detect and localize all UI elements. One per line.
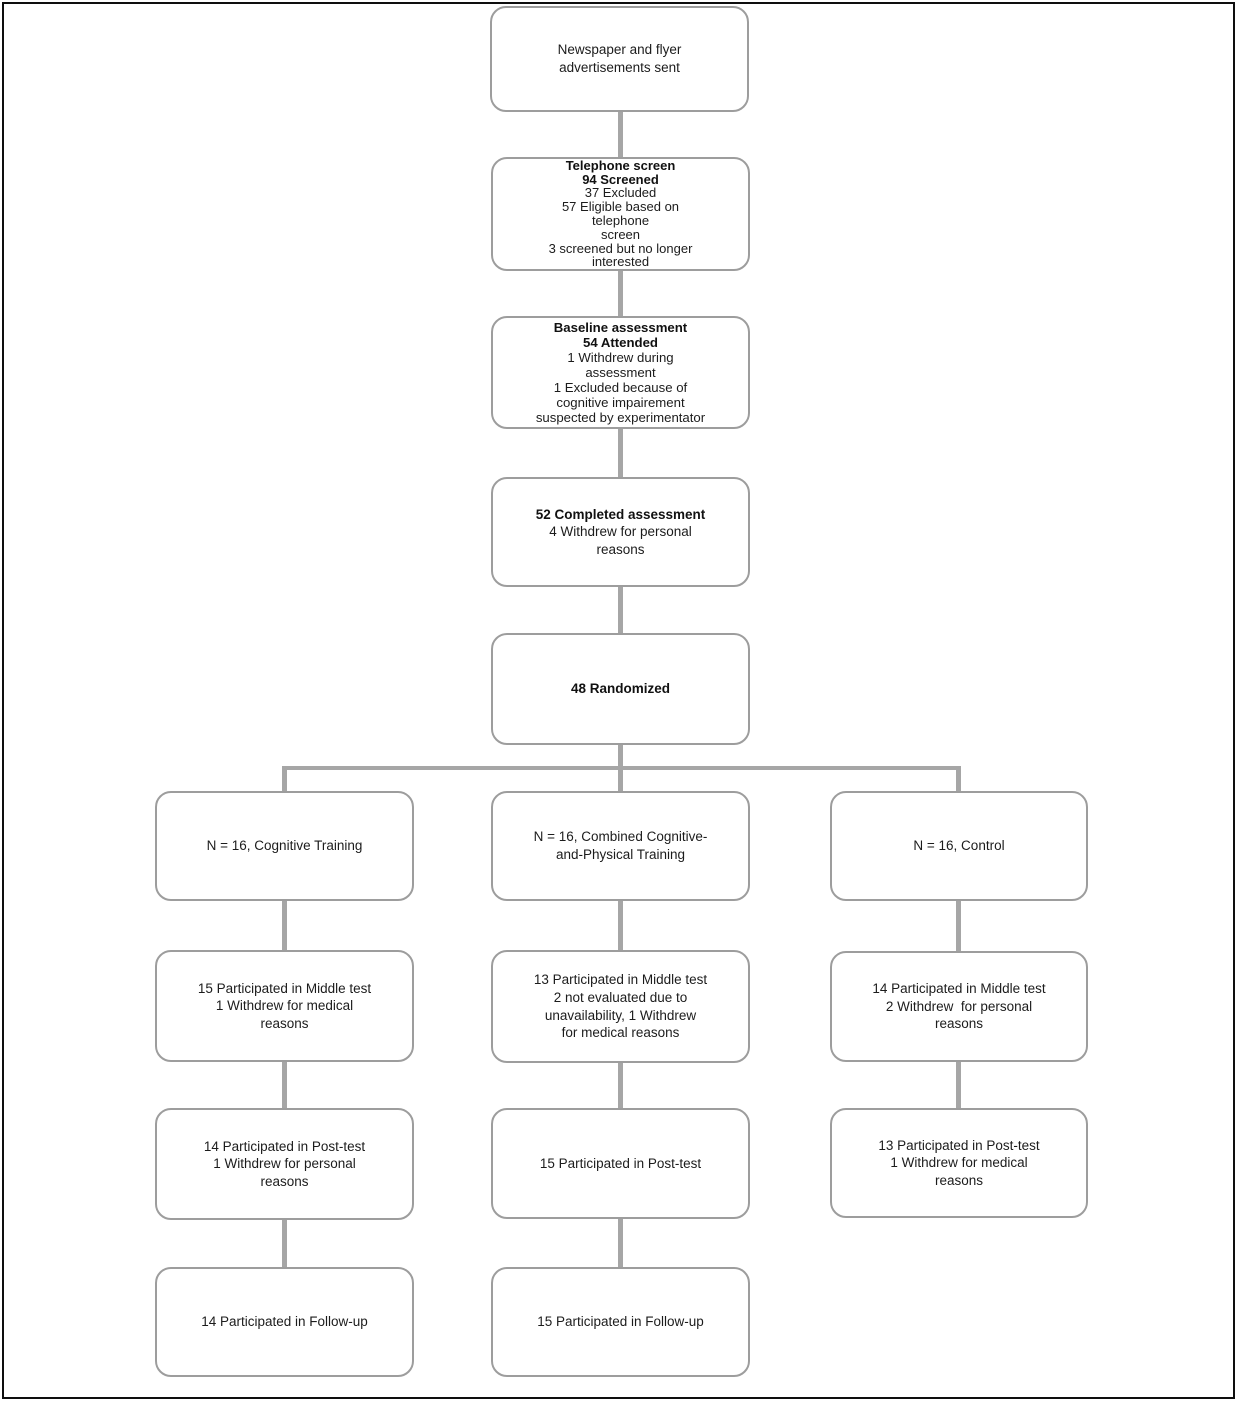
node-text-line: advertisements sent [559,60,680,75]
node-text-line: reasons [596,541,645,557]
flow-node-combined-training-group: N = 16, Combined Cognitive- and-Physical… [491,791,750,901]
node-text-line: suspected by experimentator [535,410,706,426]
connector-randomized-branch [618,745,623,768]
node-text-line: 15 Participated in Follow-up [537,1314,704,1330]
connector-combined-followup [618,1219,623,1267]
flow-node-completed-assessment: 52 Completed assessment 4 Withdrew for p… [491,477,750,587]
node-text-line: 37 Excluded [584,185,657,201]
node-text-line: 2 Withdrew for personal [885,998,1033,1014]
connector-combined-post [618,1063,623,1108]
node-text-line: Telephone screen [565,157,676,173]
node-text-line: 1 Excluded because of [553,380,688,396]
connector-combined-middle [618,901,623,950]
node-text-line: N = 16, Cognitive Training [206,838,363,854]
connector-telephone-baseline [618,271,623,316]
node-text-line: 54 Attended [583,334,658,350]
node-text-line: 1 Withdrew for medical [890,1155,1028,1171]
connector-completed-randomized [618,587,623,633]
node-text-line: 14 Participated in Post-test [203,1138,366,1154]
flow-node-control-post-test: 13 Participated in Post-test 1 Withdrew … [830,1108,1088,1218]
node-text-line: 94 Screened [582,171,659,187]
flow-node-baseline-assessment: Baseline assessment 54 Attended 1 Withdr… [491,316,750,429]
node-text-line: 52 Completed assessment [535,506,706,522]
flow-node-combined-followup: 15 Participated in Follow-up [491,1267,750,1377]
flow-node-combined-post-test: 15 Participated in Post-test [491,1108,750,1219]
flow-node-combined-middle-test: 13 Participated in Middle test 2 not eva… [491,950,750,1063]
node-text-line: reasons [934,1016,984,1032]
connector-baseline-completed [618,429,623,477]
node-text-line: 57 Eligible based on [561,199,680,215]
node-text-line: assessment [585,364,656,380]
node-text-line: reasons [260,1173,309,1189]
flow-node-telephone-screen: Telephone screen 94 Screened 37 Excluded… [491,157,750,271]
node-text-line: 14 Participated in Middle test [872,981,1046,997]
node-text-line: interested [591,254,650,270]
node-text-line: 1 Withdrew for medical [215,998,354,1014]
flow-node-cognitive-training-group: N = 16, Cognitive Training [155,791,414,901]
node-text-line: 4 Withdrew for personal [549,524,692,540]
connector-newspaper-telephone [618,112,623,157]
branch-drop-middle [618,766,623,791]
branch-drop-left [282,766,287,791]
branch-drop-right [956,766,961,791]
flow-node-control-middle-test: 14 Participated in Middle test 2 Withdre… [830,951,1088,1062]
node-text-line: screen [600,226,641,242]
connector-control-post [956,1062,961,1108]
flow-node-ct-post-test: 14 Participated in Post-test 1 Withdrew … [155,1108,414,1220]
flow-node-control-group: N = 16, Control [830,791,1088,901]
node-text-line: Newspaper and flyer [557,42,682,58]
connector-ct-followup [282,1220,287,1267]
node-text-line: 13 Participated in Middle test [533,972,708,988]
node-text-line: 15 Participated in Post-test [539,1155,702,1171]
flow-node-newspaper-ads: Newspaper and flyer advertisements sent [490,6,749,112]
node-text-line: for medical reasons [561,1025,680,1041]
node-text-line: 2 not evaluated due to [553,989,688,1005]
connector-ct-post [282,1062,287,1108]
flow-node-ct-followup: 14 Participated in Follow-up [155,1267,414,1377]
node-text-line: 15 Participated in Middle test [197,980,372,996]
node-text-line: cognitive impairement [556,395,685,411]
node-text-line: Baseline assessment [553,319,688,335]
node-text-line: unavailability, 1 Withdrew [544,1007,697,1023]
node-text-line: 1 Withdrew for personal [213,1156,356,1172]
node-text-line: 1 Withdrew during [567,349,674,365]
connector-ct-middle [282,901,287,950]
node-text-line: 14 Participated in Follow-up [201,1314,368,1330]
flow-node-ct-middle-test: 15 Participated in Middle test 1 Withdre… [155,950,414,1062]
node-text-line: N = 16, Combined Cognitive- [533,829,708,845]
connector-control-middle [956,901,961,951]
node-text-line: reasons [260,1015,309,1031]
node-text-line: and-Physical Training [555,847,686,862]
flow-node-randomized: 48 Randomized [491,633,750,745]
node-text-line: 13 Participated in Post-test [878,1137,1040,1153]
node-text-line: N = 16, Control [913,838,1005,854]
node-text-line: reasons [934,1172,984,1188]
node-text-line: 3 screened but no longer [548,240,693,256]
node-text-line: telephone [591,213,650,228]
node-text-line: 48 Randomized [570,681,671,697]
